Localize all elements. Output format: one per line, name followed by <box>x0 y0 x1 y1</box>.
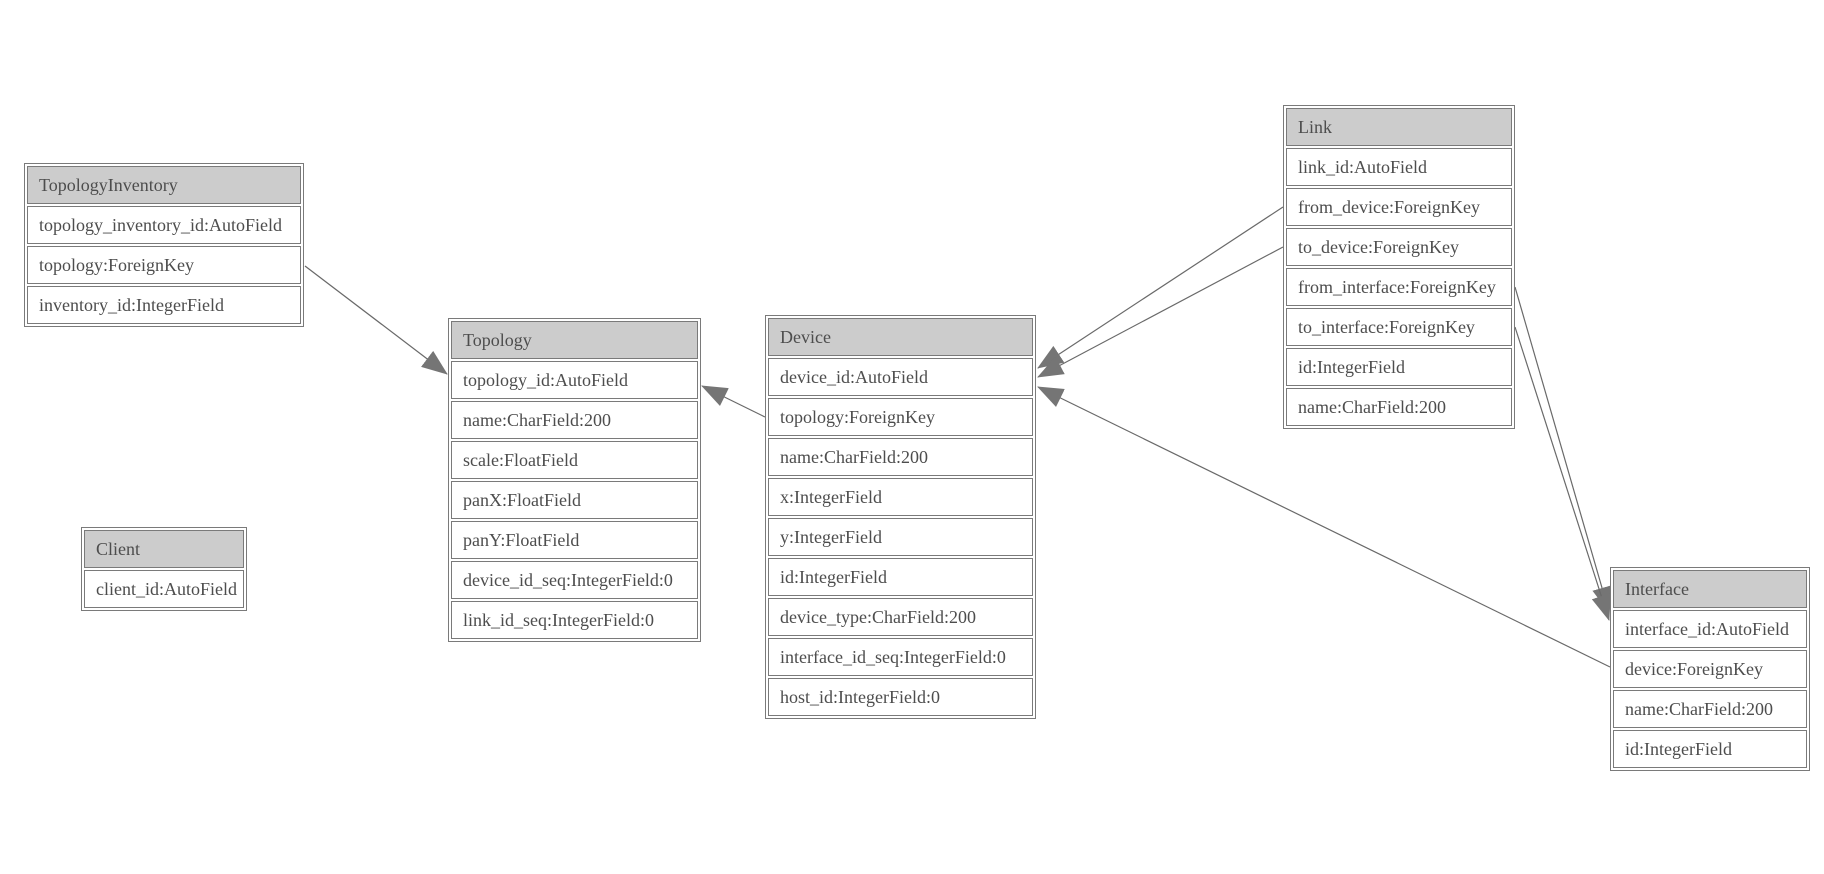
field-row: y:IntegerField <box>768 518 1033 556</box>
field-row: interface_id_seq:IntegerField:0 <box>768 638 1033 676</box>
relationship-line-topologyinventory-topology-to-topology <box>304 265 448 375</box>
field-row: topology_inventory_id:AutoField <box>27 206 301 244</box>
field-row: device_type:CharField:200 <box>768 598 1033 636</box>
field-row: panY:FloatField <box>451 521 698 559</box>
field-row: name:CharField:200 <box>768 438 1033 476</box>
relationship-line-interface-device-to-device <box>1037 386 1611 668</box>
field-row: topology_id:AutoField <box>451 361 698 399</box>
table-header: TopologyInventory <box>27 166 301 204</box>
field-row: device_id_seq:IntegerField:0 <box>451 561 698 599</box>
table-header: Topology <box>451 321 698 359</box>
field-row: id:IntegerField <box>1286 348 1512 386</box>
table-header: Link <box>1286 108 1512 146</box>
field-row: x:IntegerField <box>768 478 1033 516</box>
field-row: interface_id:AutoField <box>1613 610 1807 648</box>
relationship-edges <box>304 206 1612 668</box>
field-row: name:CharField:200 <box>451 401 698 439</box>
table-header: Device <box>768 318 1033 356</box>
field-row: inventory_id:IntegerField <box>27 286 301 324</box>
field-row: from_interface:ForeignKey <box>1286 268 1512 306</box>
field-row: topology:ForeignKey <box>768 398 1033 436</box>
relationship-line-device-topology-to-topology <box>701 385 766 418</box>
field-row: name:CharField:200 <box>1613 690 1807 728</box>
table-header: Client <box>84 530 244 568</box>
relationship-line-link-to_interface-to-interface <box>1514 326 1611 621</box>
relationship-line-link-to_device-to-device <box>1037 246 1284 378</box>
field-row: link_id_seq:IntegerField:0 <box>451 601 698 639</box>
table-header: Interface <box>1613 570 1807 608</box>
field-row: device_id:AutoField <box>768 358 1033 396</box>
field-row: topology:ForeignKey <box>27 246 301 284</box>
field-row: to_device:ForeignKey <box>1286 228 1512 266</box>
relationship-line-link-from_interface-to-interface <box>1514 286 1612 613</box>
field-row: to_interface:ForeignKey <box>1286 308 1512 346</box>
field-row: scale:FloatField <box>451 441 698 479</box>
field-row: id:IntegerField <box>1613 730 1807 768</box>
field-row: id:IntegerField <box>768 558 1033 596</box>
field-row: host_id:IntegerField:0 <box>768 678 1033 716</box>
field-row: client_id:AutoField <box>84 570 244 608</box>
field-row: device:ForeignKey <box>1613 650 1807 688</box>
field-row: panX:FloatField <box>451 481 698 519</box>
field-row: from_device:ForeignKey <box>1286 188 1512 226</box>
field-row: link_id:AutoField <box>1286 148 1512 186</box>
relationship-line-link-from_device-to-device <box>1037 206 1284 369</box>
field-row: name:CharField:200 <box>1286 388 1512 426</box>
